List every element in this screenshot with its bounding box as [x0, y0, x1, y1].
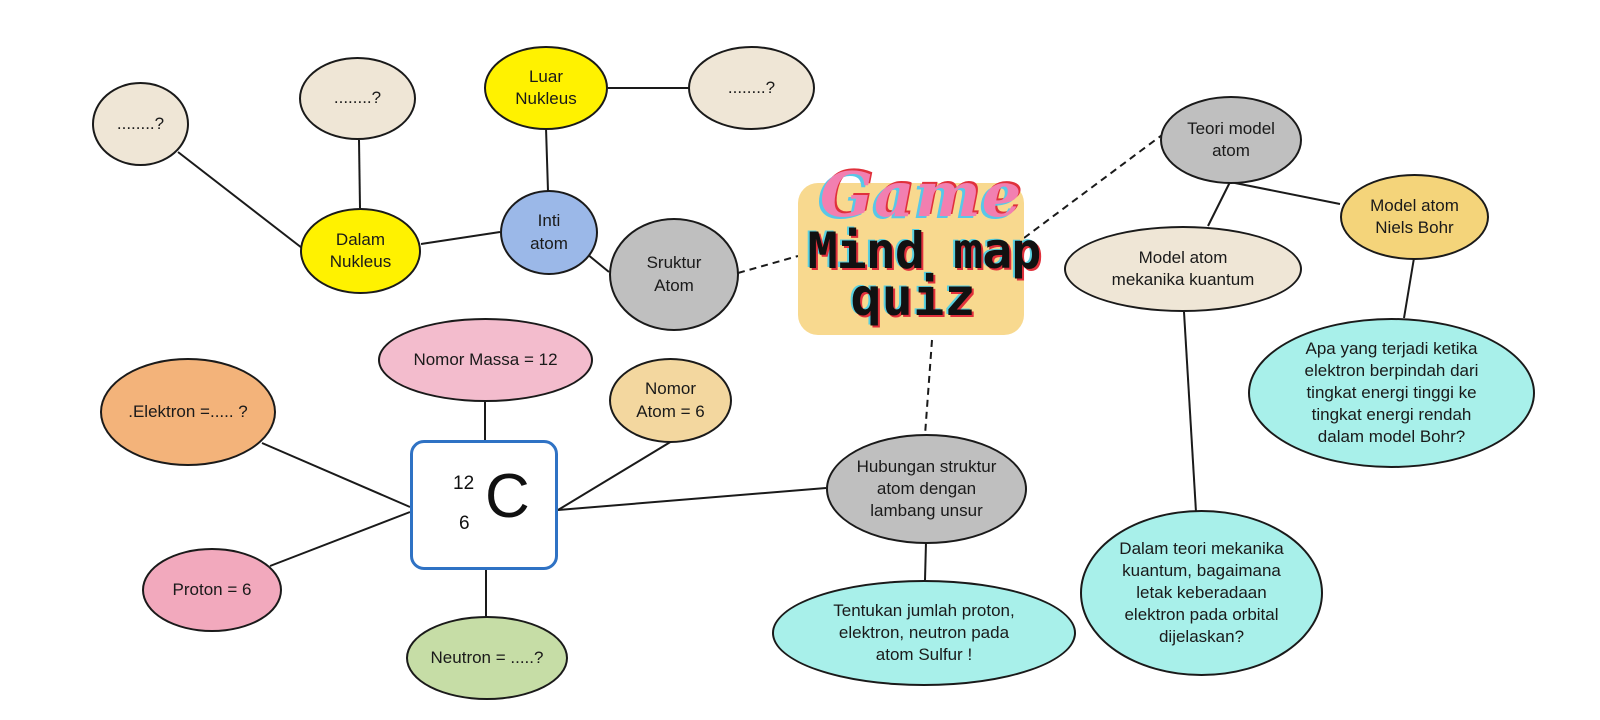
element-symbol: C	[485, 462, 530, 531]
node-label: Nomor Atom = 6	[636, 379, 705, 421]
node-question-top-right: ........?	[688, 46, 815, 130]
edge-box-proton	[269, 511, 411, 567]
node-label: Tentukan jumlah proton, elektron, neutro…	[833, 600, 1015, 665]
node-label: ........?	[727, 77, 776, 97]
edge-box-elektron	[261, 442, 411, 508]
node-label: Nomor Massa = 12	[413, 349, 558, 369]
title-mind-map: Mind map	[807, 222, 1042, 280]
node-proton: Proton = 6	[142, 548, 282, 632]
node-label: Luar Nukleus	[515, 66, 577, 108]
atomic-number: 6	[459, 513, 470, 534]
node-dalam-nukleus: Dalam Nukleus	[300, 208, 421, 294]
edge-inti-struktur	[586, 253, 610, 273]
edge-hubungan-tentukan	[924, 541, 927, 581]
node-hubungan: Hubungan struktur atom dengan lambang un…	[826, 434, 1027, 544]
edge-teori-mekanika	[1207, 181, 1231, 227]
node-struktur-atom: Sruktur Atom	[609, 218, 739, 331]
edge-box-nomor-atom	[557, 440, 673, 511]
node-tentukan: Tentukan jumlah proton, elektron, neutro…	[772, 580, 1076, 686]
node-bohr-question: Apa yang terjadi ketika elektron berpind…	[1248, 318, 1535, 468]
carbon-element-box: 12 6 C	[410, 440, 558, 570]
edge-teori-bohr	[1229, 181, 1341, 205]
node-label: Apa yang terjadi ketika elektron berpind…	[1304, 338, 1479, 447]
node-mekanika-kuantum: Model atom mekanika kuantum	[1064, 226, 1302, 312]
node-neutron: Neutron = .....?	[406, 616, 568, 700]
edge-q-far-left-dalam	[177, 151, 303, 249]
title-quiz: quiz	[850, 268, 976, 328]
node-nomor-atom: Nomor Atom = 6	[609, 358, 732, 443]
edge-struktur-title	[737, 255, 799, 274]
edge-title-teori	[1023, 134, 1163, 239]
node-label: Hubungan struktur atom dengan lambang un…	[856, 456, 997, 521]
node-kuantum-question: Dalam teori mekanika kuantum, bagaimana …	[1080, 510, 1323, 676]
node-label: Teori model atom	[1187, 118, 1275, 160]
node-label: Sruktur Atom	[646, 253, 702, 295]
node-label: ........?	[116, 113, 165, 133]
edge-title-hubungan	[924, 339, 933, 436]
node-niels-bohr: Model atom Niels Bohr	[1340, 174, 1489, 260]
node-teori-model-atom: Teori model atom	[1160, 96, 1302, 184]
node-question-top: ........?	[299, 57, 416, 140]
node-label: .Elektron =..... ?	[128, 401, 248, 421]
edge-mekanika-kuantum-question	[1183, 311, 1197, 513]
title-background	[798, 183, 1024, 335]
title-game: Game	[820, 158, 1023, 231]
node-nomor-massa: Nomor Massa = 12	[378, 318, 593, 402]
node-label: Neutron = .....?	[430, 647, 544, 667]
edge-luar-inti	[545, 127, 549, 192]
node-elektron: .Elektron =..... ?	[100, 358, 276, 466]
node-label: Model atom mekanika kuantum	[1111, 247, 1255, 289]
edge-dalam-inti	[420, 231, 501, 245]
edge-box-hubungan	[557, 487, 827, 511]
node-label: Dalam teori mekanika kuantum, bagaimana …	[1119, 538, 1284, 647]
edge-bohr-question	[1403, 257, 1415, 319]
node-inti-atom: Inti atom	[500, 190, 598, 275]
node-label: ........?	[333, 88, 382, 108]
node-label: Dalam Nukleus	[329, 229, 392, 271]
node-luar-nukleus: Luar Nukleus	[484, 46, 608, 130]
mass-number: 12	[453, 473, 475, 494]
node-label: Model atom Niels Bohr	[1370, 195, 1459, 237]
edge-q-top-dalam	[358, 139, 361, 209]
node-label: Inti atom	[530, 211, 568, 253]
node-label: Proton = 6	[172, 579, 252, 599]
node-question-far-left: ........?	[92, 82, 189, 166]
